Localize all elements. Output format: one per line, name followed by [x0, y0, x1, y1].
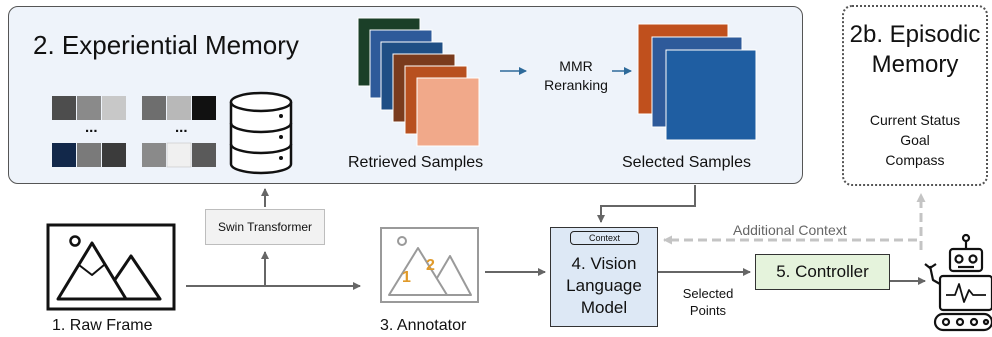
annotation-mark-2: 2 — [426, 257, 435, 274]
episodic-memory-items: Current Status Goal Compass — [842, 110, 988, 170]
selected-points-line1: Selected — [682, 286, 734, 301]
selected-points-label: Selected Points — [672, 285, 744, 319]
experiential-memory-title: 2. Experiential Memory — [33, 30, 299, 60]
context-tag: Context — [570, 231, 639, 245]
episodic-item-current-status: Current Status — [869, 112, 961, 128]
episodic-item-goal: Goal — [900, 132, 930, 148]
selected-samples-label: Selected Samples — [622, 154, 751, 171]
vlm-line2: Language — [566, 276, 642, 295]
selected-samples-stack — [637, 23, 757, 141]
mmr-line2: Reranking — [544, 77, 608, 93]
retrieved-samples-label: Retrieved Samples — [348, 154, 484, 171]
annotator-label: 3. Annotator — [380, 317, 467, 334]
vlm-line3: Model — [580, 298, 628, 317]
robot-icon — [924, 233, 992, 332]
retrieved-samples-stack — [357, 17, 480, 147]
ellipsis-right: ... — [175, 119, 188, 136]
vlm-line1: 4. Vision — [571, 254, 637, 273]
annotator-frame-icon — [380, 227, 479, 303]
episodic-memory-panel — [842, 5, 988, 186]
mmr-line1: MMR — [559, 58, 593, 74]
vlm-label: 4. Vision Language Model — [550, 253, 658, 319]
episodic-title-line1: 2b. Episodic — [849, 21, 981, 48]
swin-transformer-box: Swin Transformer — [205, 209, 325, 245]
episodic-memory-title: 2b. Episodic Memory — [842, 20, 988, 80]
additional-context-arrow — [663, 235, 923, 250]
raw-frame-label: 1. Raw Frame — [52, 317, 153, 334]
additional-context-label: Additional Context — [733, 222, 847, 238]
swin-transformer-label: Swin Transformer — [217, 220, 313, 234]
controller-box: 5. Controller — [755, 254, 890, 290]
mmr-reranking-label: MMR Reranking — [540, 57, 612, 95]
controller-label: 5. Controller — [776, 262, 869, 281]
episodic-title-line2: Memory — [871, 51, 959, 78]
feature-vectors-icon — [52, 96, 216, 168]
arrow-memory-to-vlm — [597, 185, 696, 223]
raw-frame-icon — [46, 223, 176, 311]
ellipsis-left: ... — [85, 119, 98, 136]
selected-points-line2: Points — [689, 303, 727, 318]
episodic-item-compass: Compass — [885, 152, 945, 168]
database-icon — [229, 91, 293, 175]
annotation-mark-1: 1 — [402, 269, 411, 286]
